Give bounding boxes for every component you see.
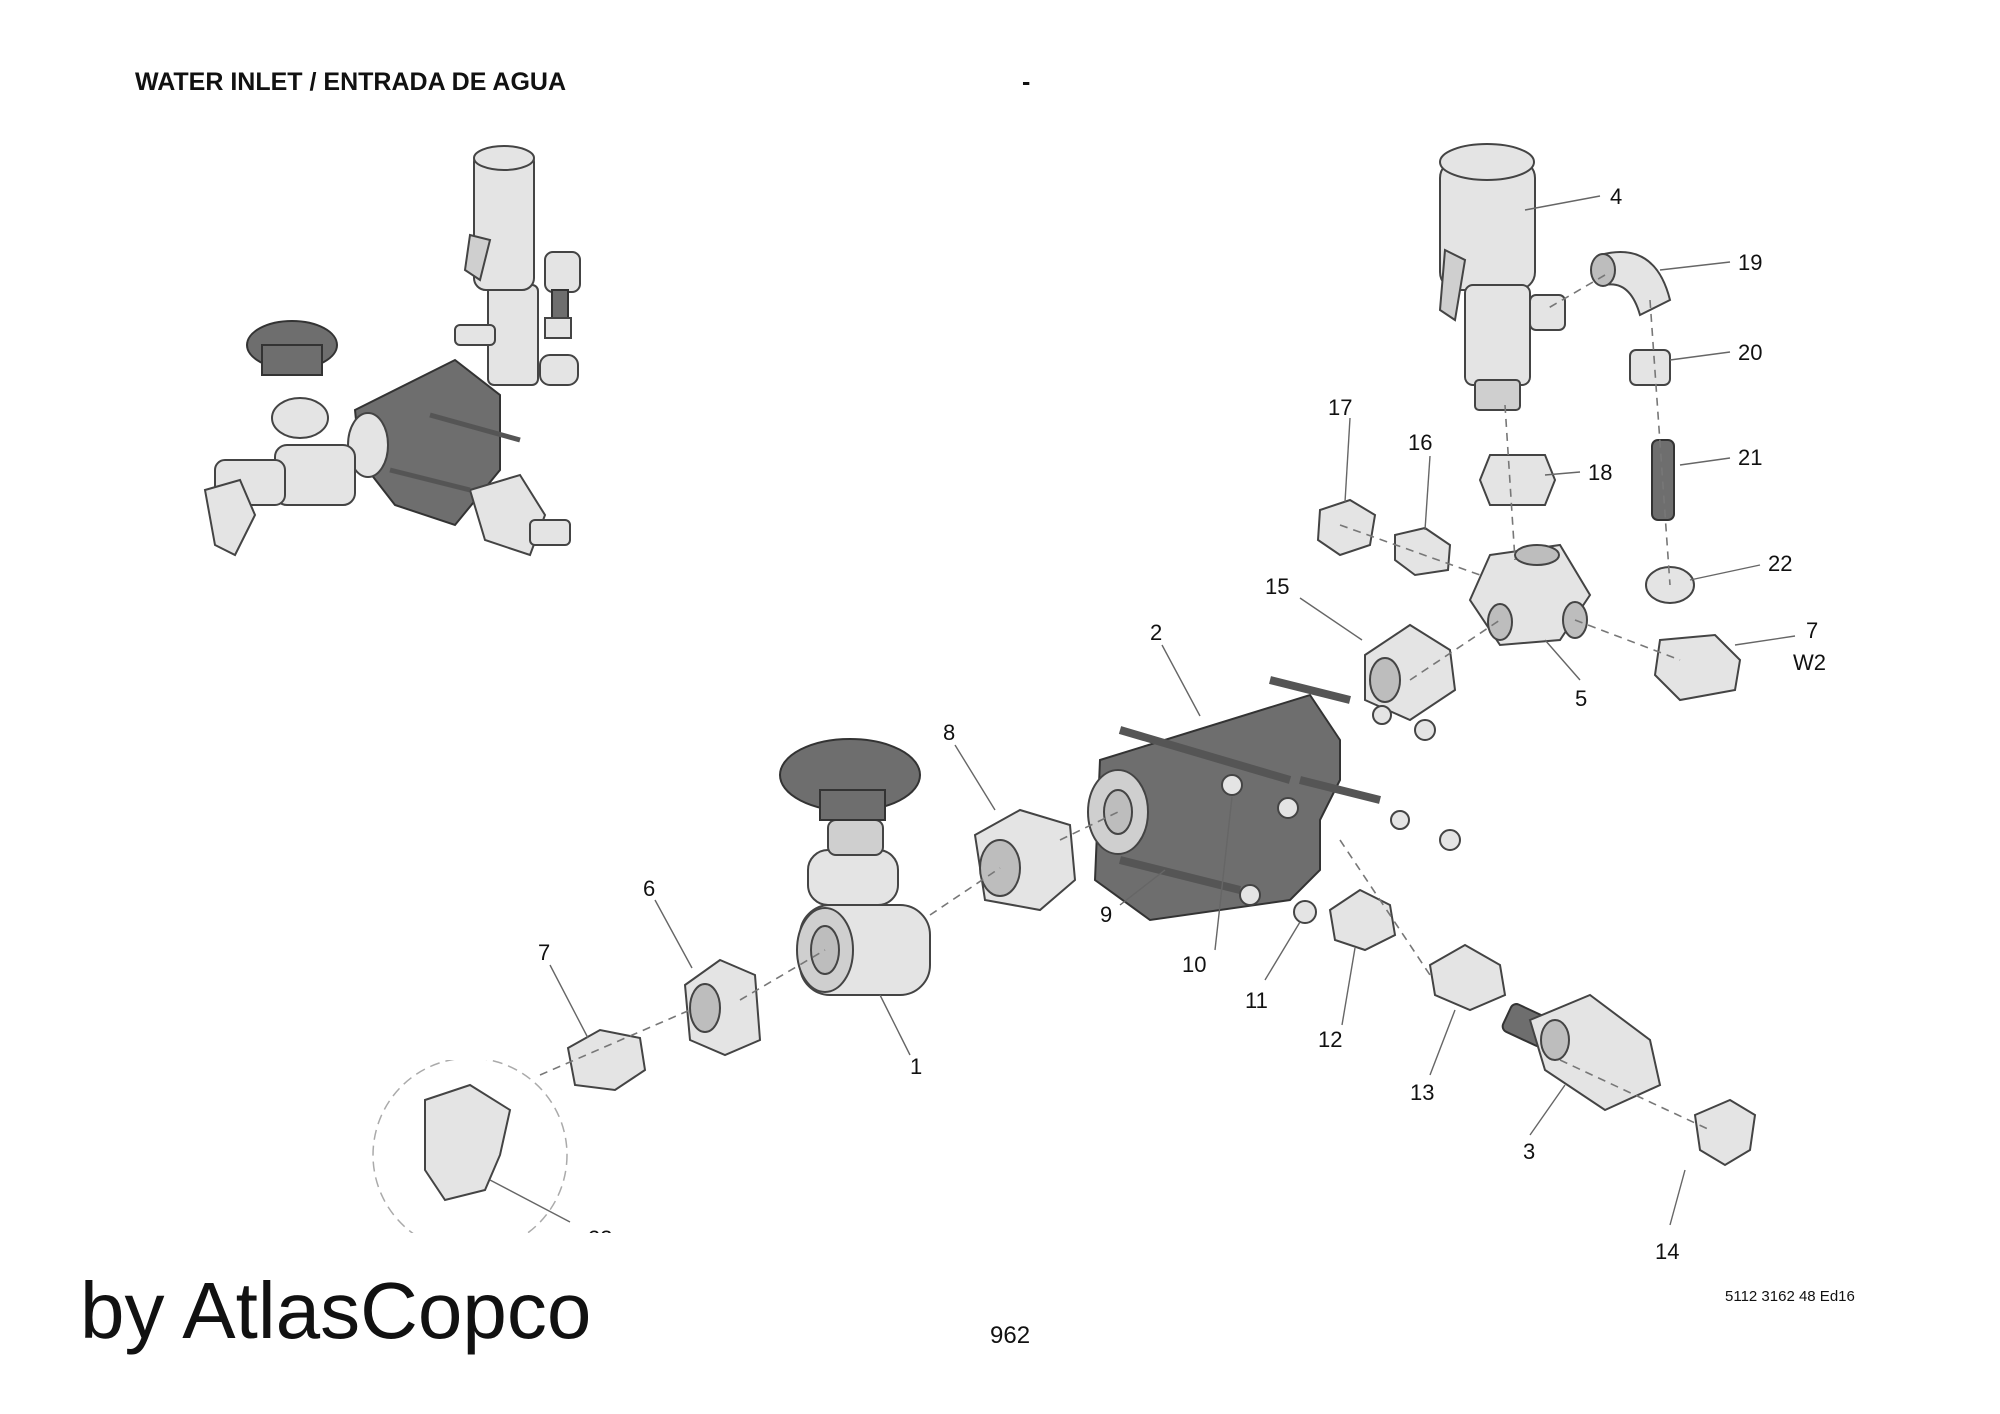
brand-watermark: by AtlasCopco — [80, 1266, 592, 1355]
document-reference: 5112 3162 48 Ed16 — [1725, 1288, 1855, 1305]
part-5-tee — [1468, 543, 1592, 647]
callout-15: 15 — [1265, 574, 1289, 599]
part-7-adapter-left — [566, 1028, 647, 1092]
callout-12: 12 — [1318, 1027, 1342, 1052]
callout-4: 4 — [1610, 184, 1622, 209]
callout-21: 21 — [1738, 445, 1762, 470]
callout-22: 22 — [1768, 551, 1792, 576]
callout-8: 8 — [943, 720, 955, 745]
part-16-nipple — [1394, 526, 1452, 577]
callout-6: 6 — [643, 876, 655, 901]
callout-labels: 4 19 20 21 18 22 7 W2 5 17 16 15 2 8 6 7… — [538, 184, 1826, 1264]
callout-7-right: 7 — [1806, 618, 1818, 643]
callout-23: 23 — [588, 1226, 612, 1251]
callout-17: 17 — [1328, 395, 1352, 420]
part-3-coupling — [1501, 993, 1662, 1112]
callout-14: 14 — [1655, 1239, 1679, 1264]
callout-1: 1 — [910, 1054, 922, 1079]
part-11-nut — [1293, 900, 1317, 924]
part-4-valve — [1438, 143, 1566, 411]
callout-19: 19 — [1738, 250, 1762, 275]
callout-3: 3 — [1523, 1139, 1535, 1164]
page-title: WATER INLET / ENTRADA DE AGUA — [135, 68, 567, 96]
callout-20: 20 — [1738, 340, 1762, 365]
callout-18: 18 — [1588, 460, 1612, 485]
page-number: 962 — [990, 1322, 1031, 1349]
callout-2: 2 — [1150, 620, 1162, 645]
leader-lines — [489, 195, 1796, 1226]
callout-w2: W2 — [1793, 650, 1826, 675]
part-14-claw-coupling — [1693, 1098, 1757, 1167]
part-23-detail — [372, 1060, 568, 1233]
part-20-bushing — [1629, 349, 1671, 386]
assembled-overview — [203, 145, 581, 557]
part-12-nipple — [1328, 888, 1397, 952]
part-7-adapter-w2 — [1653, 633, 1742, 702]
callout-7-left: 7 — [538, 940, 550, 965]
part-13-union — [1428, 943, 1507, 1012]
part-10-washer — [1221, 774, 1243, 796]
part-21-hose-nipple — [1651, 439, 1675, 521]
part-6-bushing — [683, 958, 762, 1057]
callout-10: 10 — [1182, 952, 1206, 977]
part-1-ball-valve — [779, 738, 931, 996]
part-18-reducer — [1478, 454, 1557, 506]
callout-11: 11 — [1245, 988, 1268, 1013]
callout-5: 5 — [1575, 686, 1587, 711]
callout-13: 13 — [1410, 1080, 1434, 1105]
part-19-elbow — [1598, 251, 1672, 317]
part-2-manifold — [1087, 676, 1381, 922]
header-dash: - — [1022, 68, 1031, 96]
part-8-union — [973, 808, 1077, 912]
callout-9: 9 — [1100, 902, 1112, 927]
assembly-axes — [539, 274, 1711, 1131]
callout-16: 16 — [1408, 430, 1432, 455]
